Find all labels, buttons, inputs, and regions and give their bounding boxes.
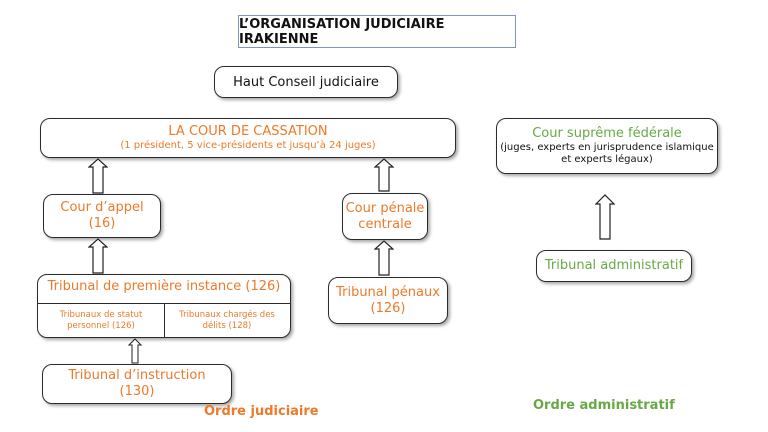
tribunal-penaux-line2: (126) [370, 300, 406, 316]
cassation-name: LA COUR DE CASSATION [168, 124, 328, 140]
arrow-administratif-to-supreme [595, 194, 615, 240]
statut-personnel-line1: Tribunaux de statut [59, 310, 143, 321]
diagram-title: L’ORGANISATION JUDICIAIRE IRAKIENNE [238, 15, 516, 48]
cour-penale-line2: centrale [358, 216, 412, 232]
premiere-instance-split [164, 303, 165, 337]
delits-line1: Tribunaux chargés des [179, 310, 275, 321]
cour-supreme-box: Cour suprême fédérale (juges, experts en… [496, 118, 718, 174]
cour-appel-line1: Cour d’appel [60, 200, 144, 216]
footer-ordre-administratif: Ordre administratif [533, 398, 675, 413]
cour-supreme-line1: (juges, experts en jurisprudence islamiq… [500, 141, 714, 153]
tribunal-penaux-box: Tribunal pénaux (126) [328, 277, 448, 324]
haut-conseil-label: Haut Conseil judiciaire [233, 74, 379, 90]
arrow-instance-to-appel [88, 238, 108, 274]
tribunal-administratif-box: Tribunal administratif [536, 250, 692, 282]
tribunal-penaux-line1: Tribunal pénaux [336, 284, 440, 300]
cassation-detail: (1 président, 5 vice-présidents et jusqu… [120, 139, 376, 151]
statut-personnel-line2: personnel (126) [67, 320, 135, 331]
statut-personnel-cell: Tribunaux de statut personnel (126) [38, 304, 164, 337]
cour-de-cassation-box: LA COUR DE CASSATION (1 président, 5 vic… [40, 118, 456, 158]
tribunal-instruction-box: Tribunal d’instruction (130) [42, 364, 232, 404]
haut-conseil-box: Haut Conseil judiciaire [214, 66, 398, 98]
tribunal-administratif-label: Tribunal administratif [544, 258, 684, 274]
delits-line2: délits (128) [202, 320, 252, 331]
cour-penale-line1: Cour pénale [345, 200, 425, 216]
delits-cell: Tribunaux chargés des délits (128) [165, 304, 289, 337]
premiere-instance-name: Tribunal de première instance (126) [47, 279, 281, 294]
cour-supreme-line2: et experts légaux) [561, 153, 653, 165]
arrow-instruction-to-instance [128, 338, 142, 364]
cour-supreme-name: Cour suprême fédérale [532, 126, 682, 142]
cour-penale-box: Cour pénale centrale [342, 193, 428, 240]
tribunal-instruction-line2: (130) [119, 384, 155, 399]
arrow-penale-to-cassation [374, 158, 394, 192]
premiere-instance-box: Tribunal de première instance (126) Trib… [37, 274, 291, 338]
arrow-penaux-to-penale [374, 240, 394, 276]
cour-appel-line2: (16) [88, 216, 116, 231]
tribunal-instruction-line1: Tribunal d’instruction [68, 368, 206, 384]
arrow-appel-to-cassation [88, 158, 108, 194]
footer-ordre-judiciaire: Ordre judiciaire [204, 404, 319, 419]
cour-appel-box: Cour d’appel (16) [43, 194, 161, 238]
